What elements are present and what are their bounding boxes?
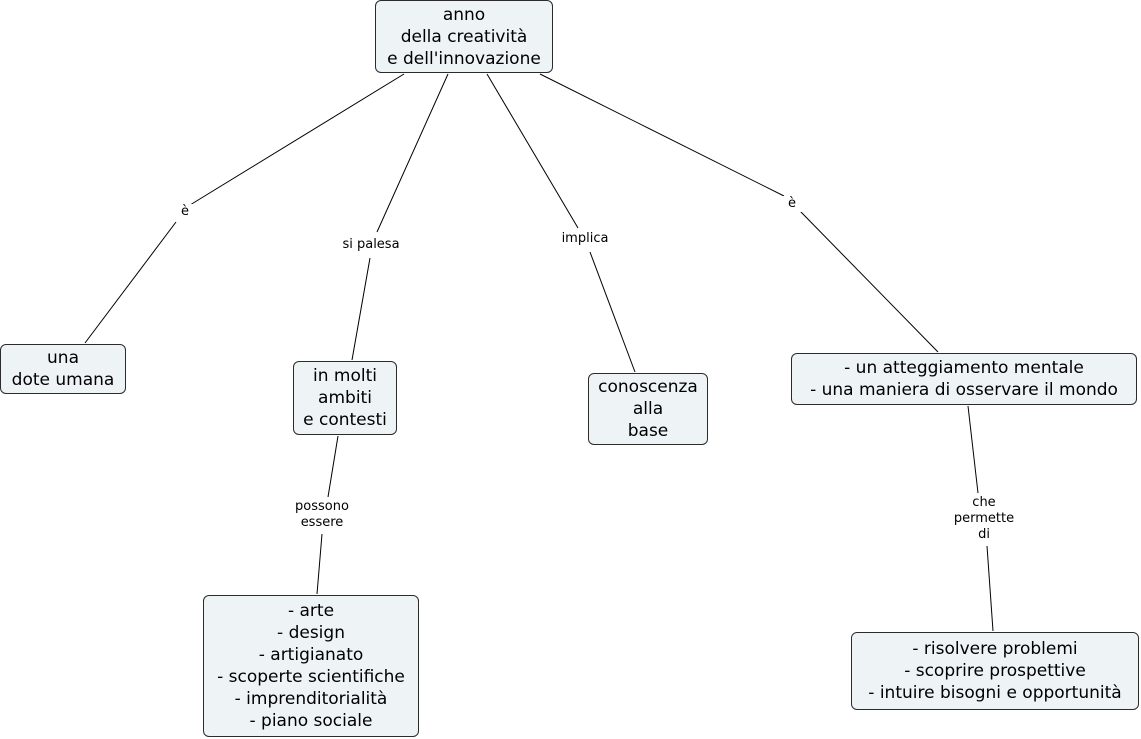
- concept-risultati-line: - risolvere problemi: [912, 639, 1078, 659]
- concept-esempi-line: - artigianato: [258, 645, 364, 665]
- concept-risultati-line: - intuire bisogni e opportunità: [868, 683, 1122, 703]
- link-label-possono-essere-text: essere: [300, 515, 344, 530]
- link-label-possono-essere: possono essere: [288, 499, 356, 531]
- link-label-e1: è: [174, 204, 196, 220]
- concept-conoscenza-line: base: [627, 421, 669, 441]
- line-ambiti-to-possono: [327, 435, 339, 498]
- concept-conoscenza[interactable]: conoscenza alla base: [588, 373, 708, 445]
- concept-esempi-line: - arte: [287, 601, 335, 621]
- link-label-possono-essere-text: possono: [295, 499, 349, 514]
- line-implica-to-conoscenza: [589, 251, 636, 373]
- concept-esempi-line: - design: [277, 623, 345, 643]
- link-label-e2-text: è: [788, 196, 796, 211]
- concept-dote-umana-line: una: [47, 348, 79, 368]
- concept-atteggiamento-line: - un atteggiamento mentale: [844, 358, 1084, 378]
- line-root-to-si-palesa: [376, 73, 449, 233]
- concept-dote-umana-line: dote umana: [11, 370, 115, 390]
- concept-risultati-line: - scoprire prospettive: [904, 661, 1086, 681]
- link-label-e1-text: è: [181, 204, 189, 219]
- line-e1-to-dote: [84, 221, 177, 344]
- concept-esempi[interactable]: - arte - design - artigianato - scoperte…: [203, 595, 419, 737]
- line-possono-to-esempi: [316, 533, 323, 595]
- line-root-to-e2: [539, 73, 785, 197]
- line-che-to-risultati: [986, 545, 994, 632]
- concept-root-line: della creatività: [400, 26, 528, 47]
- link-label-e2: è: [781, 196, 803, 212]
- concept-ambiti-line: ambiti: [318, 388, 372, 408]
- concept-atteggiamento-line: - una maniera di osservare il mondo: [810, 380, 1118, 400]
- line-e2-to-atteggiamento: [799, 210, 939, 353]
- concept-conoscenza-line: alla: [632, 399, 664, 419]
- concept-dote-umana[interactable]: una dote umana: [0, 344, 126, 394]
- concept-root-line: e dell'innovazione: [387, 48, 541, 69]
- concept-root[interactable]: anno della creatività e dell'innovazione: [375, 0, 553, 73]
- link-label-che-permette-di-text: permette: [953, 511, 1015, 526]
- line-si-palesa-to-ambiti: [351, 257, 371, 361]
- concept-esempi-line: - piano sociale: [249, 711, 373, 731]
- concept-conoscenza-line: conoscenza: [598, 377, 698, 397]
- line-atteggiamento-to-che: [967, 405, 979, 494]
- line-root-to-implica: [486, 73, 579, 229]
- line-root-to-e1: [189, 73, 405, 206]
- concept-esempi-line: - scoperte scientifiche: [217, 667, 405, 687]
- concept-atteggiamento[interactable]: - un atteggiamento mentale - una maniera…: [791, 353, 1137, 405]
- link-label-che-permette-di-text: che: [972, 495, 996, 510]
- concept-risultati[interactable]: - risolvere problemi - scoprire prospett…: [851, 632, 1139, 710]
- link-label-che-permette-di-text: di: [978, 527, 990, 542]
- link-label-si-palesa: si palesa: [334, 237, 408, 253]
- link-label-che-permette-di: che permette di: [948, 495, 1020, 543]
- link-label-implica: implica: [554, 231, 616, 247]
- link-label-implica-text: implica: [561, 231, 609, 246]
- link-label-si-palesa-text: si palesa: [342, 237, 400, 252]
- concept-ambiti-contesti[interactable]: in molti ambiti e contesti: [293, 361, 397, 435]
- concept-ambiti-line: in molti: [313, 366, 377, 386]
- concept-esempi-line: - imprenditorialità: [234, 689, 388, 709]
- concept-ambiti-line: e contesti: [303, 410, 387, 430]
- concept-root-line: anno: [442, 4, 486, 25]
